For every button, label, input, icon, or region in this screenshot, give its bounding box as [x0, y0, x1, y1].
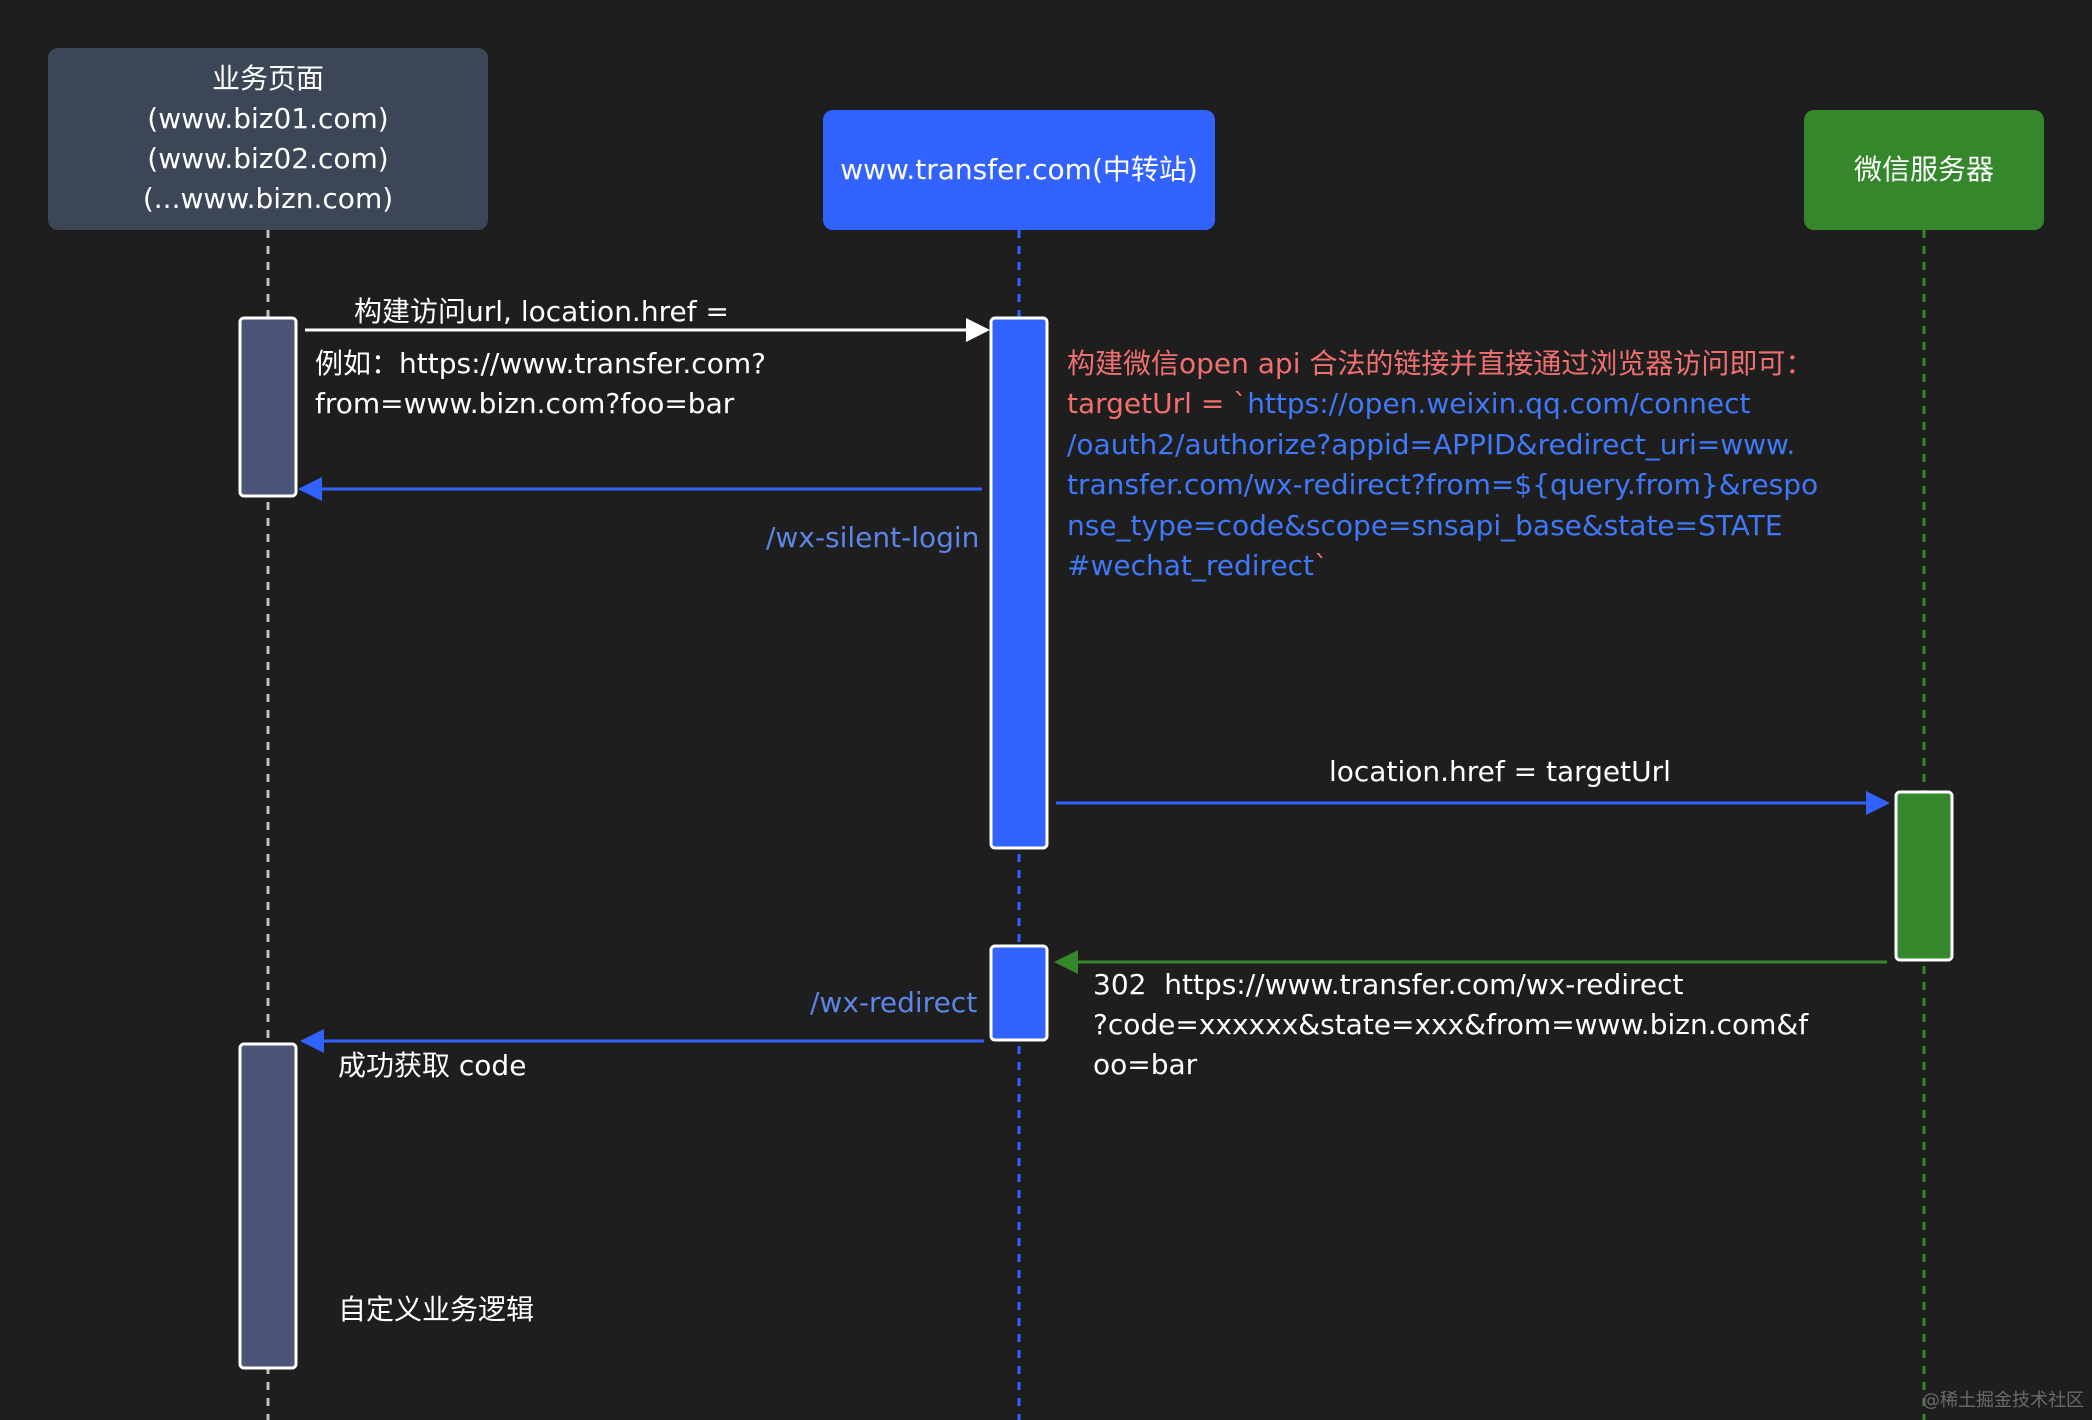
watermark: @稀土掘金技术社区	[1922, 1390, 2084, 1411]
redirect-302-line3: oo=bar	[1093, 1048, 1198, 1081]
biz-activation-2	[238, 1042, 298, 1370]
target-url-part4: nse_type=code&scope=snsapi_base&state=ST…	[1067, 509, 1783, 542]
biz-activation-1	[238, 316, 298, 498]
actor-biz-domain-n: (...www.bizn.com)	[142, 182, 394, 215]
custom-logic-label: 自定义业务逻辑	[338, 1293, 535, 1326]
arrow-biz-to-transfer	[305, 318, 990, 342]
wx-redirect-label: /wx-redirect	[810, 986, 978, 1019]
build-url-example-line1: 例如：https://www.transfer.com?	[315, 347, 766, 380]
arrow-transfer-to-wechat	[1056, 791, 1890, 815]
arrow-transfer-to-biz-wx-redirect	[300, 1029, 984, 1053]
build-url-label: 构建访问url, location.href =	[354, 295, 729, 328]
transfer-note-title: 构建微信open api 合法的链接并直接通过浏览器访问即可：	[1067, 347, 1814, 380]
wechat-activation	[1894, 790, 1954, 962]
build-url-example-line2: from=www.bizn.com?foo=bar	[315, 387, 735, 420]
target-url-part2: /oauth2/authorize?appid=APPID&redirect_u…	[1067, 428, 1796, 461]
arrow-wechat-to-transfer-302	[1054, 950, 1887, 974]
arrow-transfer-to-biz-silent-login	[298, 477, 982, 501]
actor-wechat-label: 微信服务器	[1853, 153, 1994, 186]
target-url-part1: https://open.weixin.qq.com/connect	[1247, 387, 1751, 420]
transfer-activation-1	[989, 316, 1049, 850]
location-target-label: location.href = targetUrl	[1329, 755, 1671, 788]
actor-transfer-label: www.transfer.com(中转站)	[840, 153, 1198, 186]
redirect-302-line1: 302 https://www.transfer.com/wx-redirect	[1093, 968, 1684, 1001]
actor-transfer-station: www.transfer.com(中转站)	[823, 110, 1215, 230]
target-url-prefix: targetUrl = `	[1067, 387, 1248, 420]
actor-biz-title: 业务页面	[211, 62, 324, 95]
transfer-note-url-line1: targetUrl = `https://open.weixin.qq.com/…	[1067, 384, 1751, 424]
actor-wechat-server: 微信服务器	[1804, 110, 2044, 230]
actor-biz-domain-2: (www.biz02.com)	[147, 142, 389, 175]
target-url-part5: #wechat_redirect	[1067, 549, 1315, 582]
actor-biz-page: 业务页面 (www.biz01.com) (www.biz02.com) (..…	[48, 48, 488, 230]
success-code-label: 成功获取 code	[338, 1049, 527, 1082]
transfer-activation-2	[989, 944, 1049, 1042]
actor-biz-domain-1: (www.biz01.com)	[147, 102, 389, 135]
target-url-part3: transfer.com/wx-redirect?from=${query.fr…	[1067, 468, 1819, 501]
transfer-note-url-line5: #wechat_redirect`	[1067, 546, 1328, 586]
redirect-302-line2: ?code=xxxxxx&state=xxx&from=www.bizn.com…	[1093, 1008, 1809, 1041]
silent-login-label: /wx-silent-login	[766, 521, 980, 554]
target-url-suffix: `	[1314, 549, 1329, 582]
